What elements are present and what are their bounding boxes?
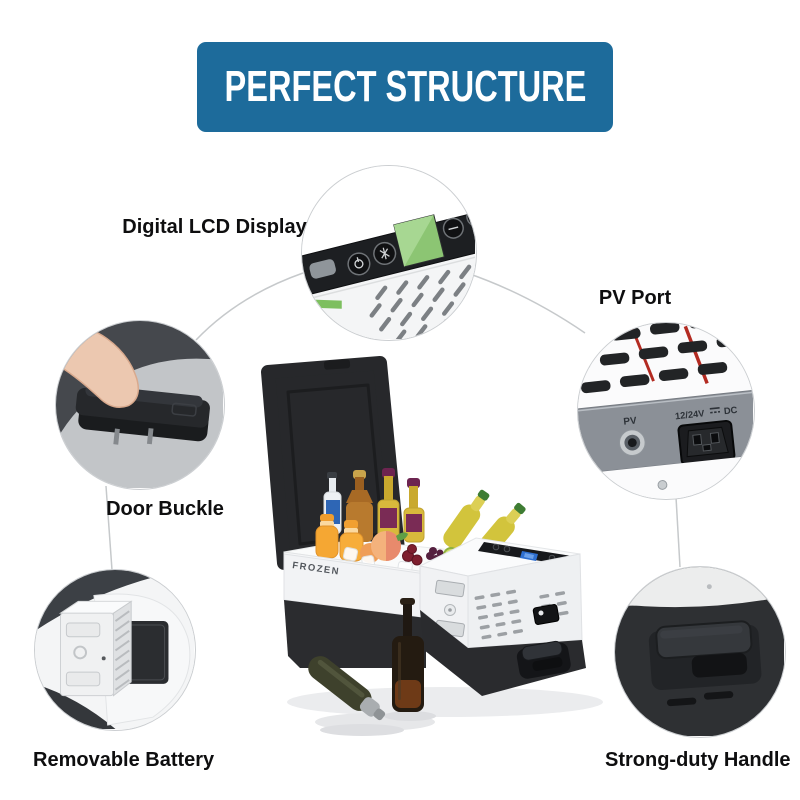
fridge-top-edge bbox=[35, 570, 185, 631]
line-lcd-to-pv bbox=[466, 272, 586, 334]
pv-port-illustration: PV 12/24V DC bbox=[578, 323, 753, 498]
title-banner: PERFECT STRUCTURE bbox=[197, 42, 613, 132]
dc-type-label: DC bbox=[723, 405, 738, 416]
page-title: PERFECT STRUCTURE bbox=[224, 62, 586, 111]
cooler-contents bbox=[315, 468, 526, 576]
panel-window bbox=[309, 259, 336, 279]
label-strong-duty-handle: Strong-duty Handle bbox=[605, 749, 791, 771]
fruit bbox=[360, 531, 459, 566]
removable-battery-illustration bbox=[35, 570, 194, 729]
pv-jack-label: PV bbox=[623, 415, 638, 427]
dc-symbol-icon bbox=[709, 406, 721, 414]
juice-bottle bbox=[315, 514, 339, 559]
line-pv-to-handle bbox=[675, 496, 681, 568]
door-buckle-illustration bbox=[56, 321, 223, 488]
handle-grip-opening bbox=[691, 653, 748, 678]
dc-voltage-label: 12/24V bbox=[674, 408, 705, 421]
fridge-top-band bbox=[615, 567, 784, 609]
lid-latch-notch bbox=[323, 359, 351, 370]
battery-handle-slot bbox=[65, 671, 101, 687]
line-buckle-to-lcd bbox=[195, 272, 304, 341]
power-button-icon bbox=[347, 252, 371, 276]
latch-pin bbox=[146, 428, 154, 445]
lcd-display-illustration bbox=[302, 166, 475, 339]
green-accent bbox=[313, 299, 342, 309]
line-buckle-to-battery bbox=[105, 485, 113, 571]
label-digital-lcd-display: Digital LCD Display bbox=[122, 216, 307, 238]
battery-ribs bbox=[114, 610, 130, 691]
label-pv-port: PV Port bbox=[598, 287, 672, 309]
car-refrigerator-product: FROZEN bbox=[261, 356, 603, 736]
feature-circle-lcd-display bbox=[301, 165, 477, 341]
latch-pin bbox=[113, 428, 120, 445]
fallen-bottle bbox=[308, 656, 404, 736]
power-switch bbox=[532, 604, 560, 625]
vent-slot bbox=[666, 697, 697, 707]
screw bbox=[657, 480, 668, 490]
side-handle bbox=[516, 640, 571, 679]
battery-handle-slot bbox=[65, 622, 101, 638]
battery-bay-opening bbox=[119, 621, 169, 684]
label-door-buckle: Door Buckle bbox=[106, 498, 224, 520]
feature-circle-door-buckle bbox=[55, 320, 225, 490]
purple-label-bottle bbox=[403, 478, 425, 543]
battery-pack bbox=[58, 600, 133, 697]
compressor-unit bbox=[418, 537, 586, 696]
label-removable-battery: Removable Battery bbox=[33, 749, 215, 771]
feature-circle-strong-duty-handle bbox=[614, 566, 786, 738]
tub-front-lower bbox=[284, 600, 426, 668]
screw bbox=[706, 584, 712, 590]
handle-assembly bbox=[648, 620, 762, 707]
control-panel bbox=[302, 205, 475, 339]
strong-duty-handle-illustration bbox=[615, 567, 784, 736]
vent-grille bbox=[369, 264, 475, 339]
green-cap-bottle bbox=[443, 489, 490, 549]
wine-bottle bbox=[384, 598, 436, 721]
feature-circle-removable-battery bbox=[34, 569, 196, 731]
vent-slot bbox=[703, 691, 734, 700]
feature-circle-pv-port: PV 12/24V DC bbox=[577, 322, 755, 500]
battery-latch bbox=[434, 579, 465, 598]
